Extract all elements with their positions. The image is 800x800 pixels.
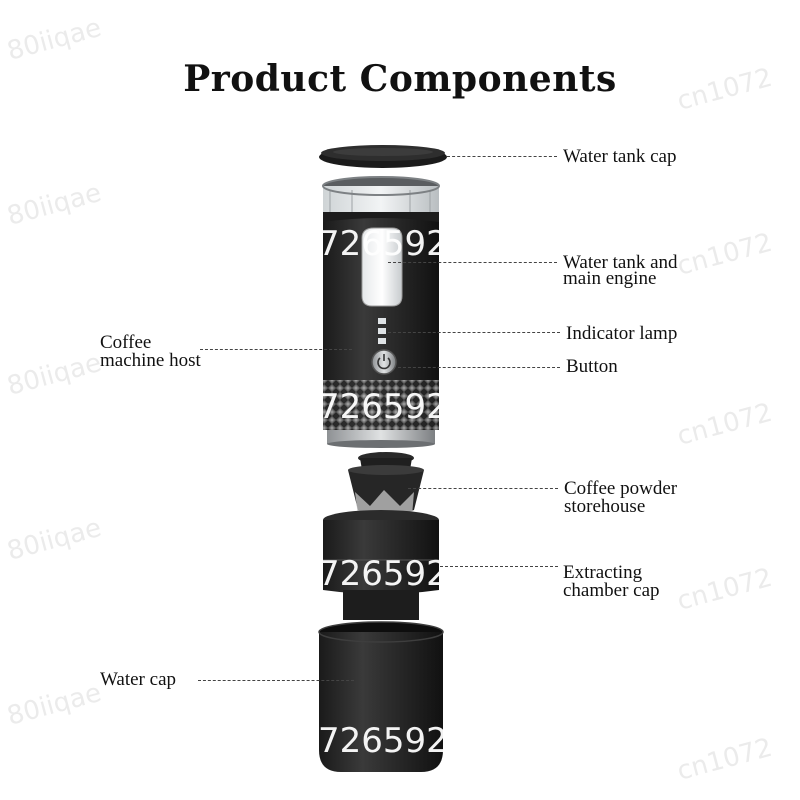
- main-engine-body-part: [323, 218, 439, 380]
- svg-text:7265928: 7265928: [318, 387, 469, 427]
- extracting-chamber-cap-part: [323, 510, 439, 620]
- svg-text:cn1072: cn1072: [674, 398, 775, 452]
- label-water-tank-line2: main engine: [563, 268, 657, 289]
- svg-text:80iiqae: 80iiqae: [4, 513, 104, 567]
- svg-text:cn1072: cn1072: [674, 228, 775, 282]
- svg-text:80iiqae: 80iiqae: [4, 13, 104, 67]
- svg-text:cn1072: cn1072: [674, 733, 775, 787]
- label-host-line1: Coffee: [100, 332, 152, 353]
- svg-text:7265928: 7265928: [318, 721, 469, 761]
- leader-water-tank: [388, 262, 557, 263]
- leader-water-tank-cap: [447, 156, 557, 157]
- label-chamber-line2: chamber cap: [563, 580, 660, 601]
- svg-text:7265928: 7265928: [318, 554, 469, 594]
- svg-text:cn1072: cn1072: [674, 563, 775, 617]
- label-host-line2: machine host: [100, 350, 201, 371]
- water-tank-cap-part: [319, 145, 447, 168]
- leader-host: [200, 349, 352, 350]
- svg-text:80iiqae: 80iiqae: [4, 178, 104, 232]
- leader-button: [398, 367, 560, 368]
- label-powder-line1: Coffee powder: [564, 478, 678, 499]
- leader-water-cap: [198, 680, 354, 681]
- label-button: Button: [566, 356, 618, 377]
- leader-powder: [408, 488, 558, 489]
- label-indicator-lamp: Indicator lamp: [566, 323, 678, 344]
- coffee-powder-storehouse-part: [348, 452, 424, 516]
- leader-indicator-lamp: [388, 332, 560, 333]
- glass-water-tank-part: [322, 176, 440, 224]
- leader-chamber: [440, 566, 558, 567]
- svg-text:80iiqae: 80iiqae: [4, 678, 104, 732]
- water-cup-part: [318, 621, 444, 772]
- label-powder-line2: storehouse: [564, 496, 646, 517]
- label-water-cap: Water cap: [100, 669, 176, 690]
- label-chamber-line1: Extracting: [563, 562, 643, 583]
- label-water-tank-cap: Water tank cap: [563, 146, 677, 167]
- svg-text:80iiqae: 80iiqae: [4, 348, 104, 402]
- knurled-ring-part: [323, 380, 439, 448]
- svg-text:cn1072: cn1072: [674, 63, 775, 117]
- svg-text:7265928: 7265928: [318, 224, 469, 264]
- label-water-tank-line1: Water tank and: [563, 252, 678, 273]
- page-title: Product Components: [183, 58, 617, 100]
